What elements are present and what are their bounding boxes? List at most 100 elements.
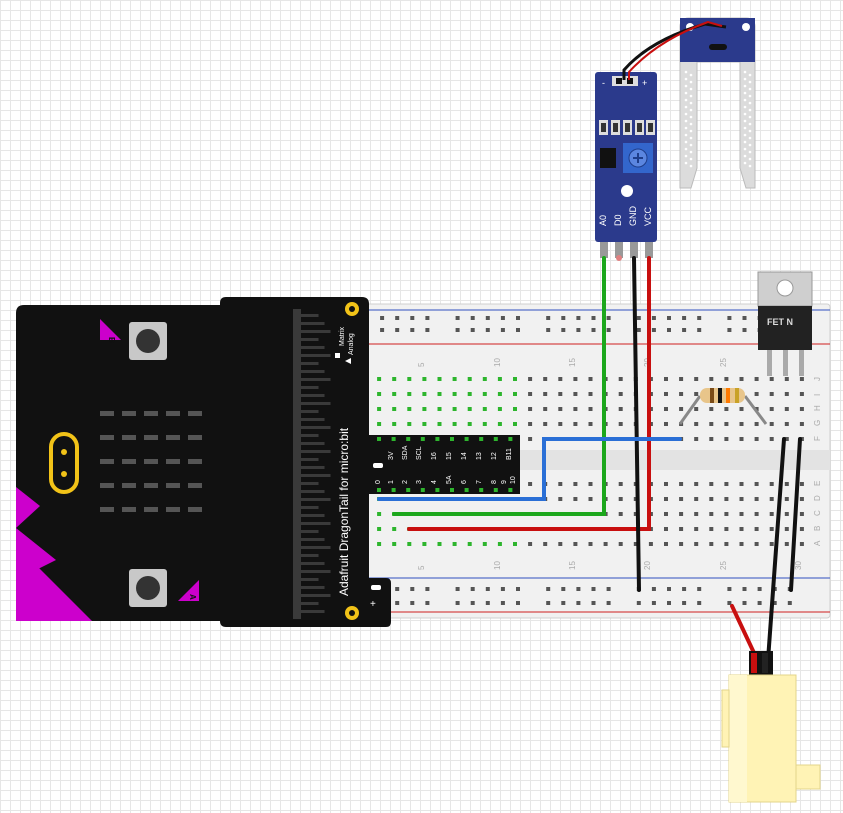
- rail-hole: [697, 316, 702, 320]
- pin-label: 12: [491, 452, 498, 460]
- breadboard-hole: [799, 542, 804, 546]
- legend-analog: Analog: [348, 333, 355, 355]
- breadboard-hole: [452, 422, 457, 426]
- breadboard-hole: [754, 497, 759, 501]
- col-number: 15: [568, 358, 577, 367]
- button-a-marker: A: [178, 580, 199, 601]
- rail-hole: [591, 587, 596, 591]
- led: [122, 483, 136, 488]
- breadboard-hole: [694, 437, 699, 441]
- pin-label: 4: [431, 480, 438, 484]
- breadboard-hole: [497, 407, 502, 411]
- breadboard-hole: [588, 377, 593, 381]
- led: [100, 459, 114, 464]
- rail-hole: [576, 328, 581, 332]
- rail-hole: [380, 328, 385, 332]
- breadboard-hole: [392, 377, 397, 381]
- breadboard-hole: [784, 407, 789, 411]
- breadboard-hole: [392, 407, 397, 411]
- rail-hole: [757, 587, 762, 591]
- button-a[interactable]: [129, 569, 167, 607]
- breadboard-hole: [784, 512, 789, 516]
- corner-triangle: [16, 487, 40, 528]
- pin-label: 15: [446, 452, 453, 460]
- trace: [301, 458, 319, 461]
- breadboard-hole: [437, 377, 442, 381]
- breadboard-hole: [799, 392, 804, 396]
- breadboard-hole: [422, 407, 427, 411]
- breadboard-hole: [739, 497, 744, 501]
- breadboard-hole: [679, 497, 684, 501]
- rail-hole: [546, 316, 551, 320]
- trace: [301, 538, 325, 541]
- breadboard-hole: [739, 377, 744, 381]
- breadboard-hole: [799, 512, 804, 516]
- led: [100, 435, 114, 440]
- trace: [301, 362, 319, 365]
- breadboard-hole: [709, 377, 714, 381]
- rail-hole: [682, 328, 687, 332]
- minus-label: -: [602, 78, 605, 88]
- pin-label: 7: [476, 480, 483, 484]
- row-letter: F: [813, 436, 822, 441]
- led-matrix: [100, 411, 202, 512]
- breadboard-hole: [784, 377, 789, 381]
- breadboard-hole: [739, 407, 744, 411]
- breadboard-hole: [558, 497, 563, 501]
- breadboard-hole: [679, 392, 684, 396]
- trace: [301, 506, 319, 509]
- rail-hole: [636, 316, 641, 320]
- breadboard-hole: [573, 407, 578, 411]
- trace: [301, 378, 331, 381]
- breadboard-hole: [482, 407, 487, 411]
- minus-icon: [373, 463, 383, 468]
- breadboard-hole: [694, 407, 699, 411]
- breadboard-hole: [618, 542, 623, 546]
- header-pins: [373, 437, 513, 492]
- row-letter: A: [813, 540, 822, 546]
- breadboard-hole: [784, 482, 789, 486]
- breadboard-hole: [618, 512, 623, 516]
- breadboard-hole: [799, 482, 804, 486]
- rail-hole: [682, 587, 687, 591]
- trace: [301, 554, 319, 557]
- led: [144, 507, 158, 512]
- breadboard-hole: [664, 482, 668, 486]
- rail-hole: [561, 328, 566, 332]
- led: [188, 483, 202, 488]
- breadboard-hole: [528, 482, 533, 486]
- breadboard-hole: [407, 407, 412, 411]
- rail-hole: [651, 587, 656, 591]
- breadboard-hole: [679, 512, 684, 516]
- trace: [301, 434, 319, 437]
- breadboard-hole: [754, 542, 759, 546]
- breadboard-hole: [482, 392, 487, 396]
- col-number: 20: [643, 561, 652, 570]
- breadboard-hole: [377, 542, 382, 546]
- button-b[interactable]: [129, 322, 167, 360]
- breadboard-hole: [784, 497, 789, 501]
- breadboard-hole: [709, 497, 714, 501]
- trace: [301, 402, 331, 405]
- breadboard-hole: [377, 512, 382, 516]
- rail-hole: [455, 601, 460, 605]
- trace: [301, 490, 325, 493]
- probe-hole: [742, 23, 750, 31]
- rail-hole: [425, 601, 430, 605]
- sensor-module: - + A0 D0 GND VCC: [595, 72, 657, 261]
- col-number: 10: [493, 561, 502, 570]
- rail-hole: [500, 587, 505, 591]
- led: [166, 507, 180, 512]
- rail-hole: [651, 316, 656, 320]
- breadboard-hole: [573, 497, 578, 501]
- pin-label-gnd: GND: [628, 206, 638, 227]
- led: [188, 459, 202, 464]
- trace: [301, 450, 331, 453]
- rail-hole: [727, 587, 732, 591]
- trace: [301, 466, 325, 469]
- trace: [301, 570, 331, 573]
- button-a-label: A: [188, 594, 197, 600]
- rail-hole: [727, 316, 732, 320]
- rail-hole: [591, 328, 596, 332]
